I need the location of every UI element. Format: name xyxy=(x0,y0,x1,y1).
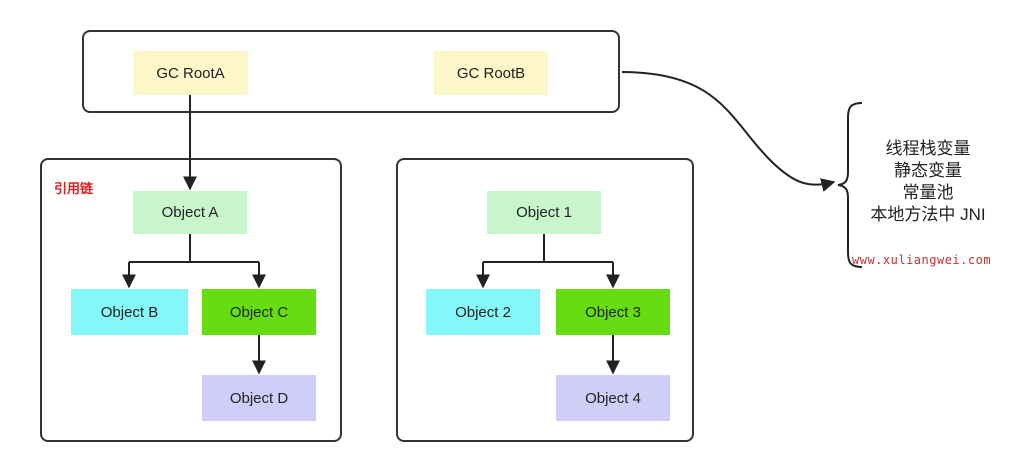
gc-root-a: GC RootA xyxy=(133,51,248,95)
object-2: Object 2 xyxy=(426,289,540,335)
object-a: Object A xyxy=(133,191,247,234)
watermark: www.xuliangwei.com xyxy=(852,253,992,267)
object-b: Object B xyxy=(71,289,188,335)
object-4: Object 4 xyxy=(556,375,670,421)
reference-chain-label: 引用链 xyxy=(54,181,94,196)
gc-root-b: GC RootB xyxy=(434,51,548,95)
gc-root-type-jni: 本地方法中 JNI xyxy=(870,205,986,224)
gc-root-types-list: 线程栈变量 静态变量 常量池 本地方法中 JNI xyxy=(858,138,998,226)
object-c: Object C xyxy=(202,289,316,335)
object-1: Object 1 xyxy=(487,191,601,234)
gc-root-type-constant-pool: 常量池 xyxy=(902,183,954,202)
gc-root-type-thread-stack: 线程栈变量 xyxy=(885,139,971,158)
object-3: Object 3 xyxy=(556,289,670,335)
object-d: Object D xyxy=(202,375,316,421)
gc-root-type-static-var: 静态变量 xyxy=(894,161,962,180)
